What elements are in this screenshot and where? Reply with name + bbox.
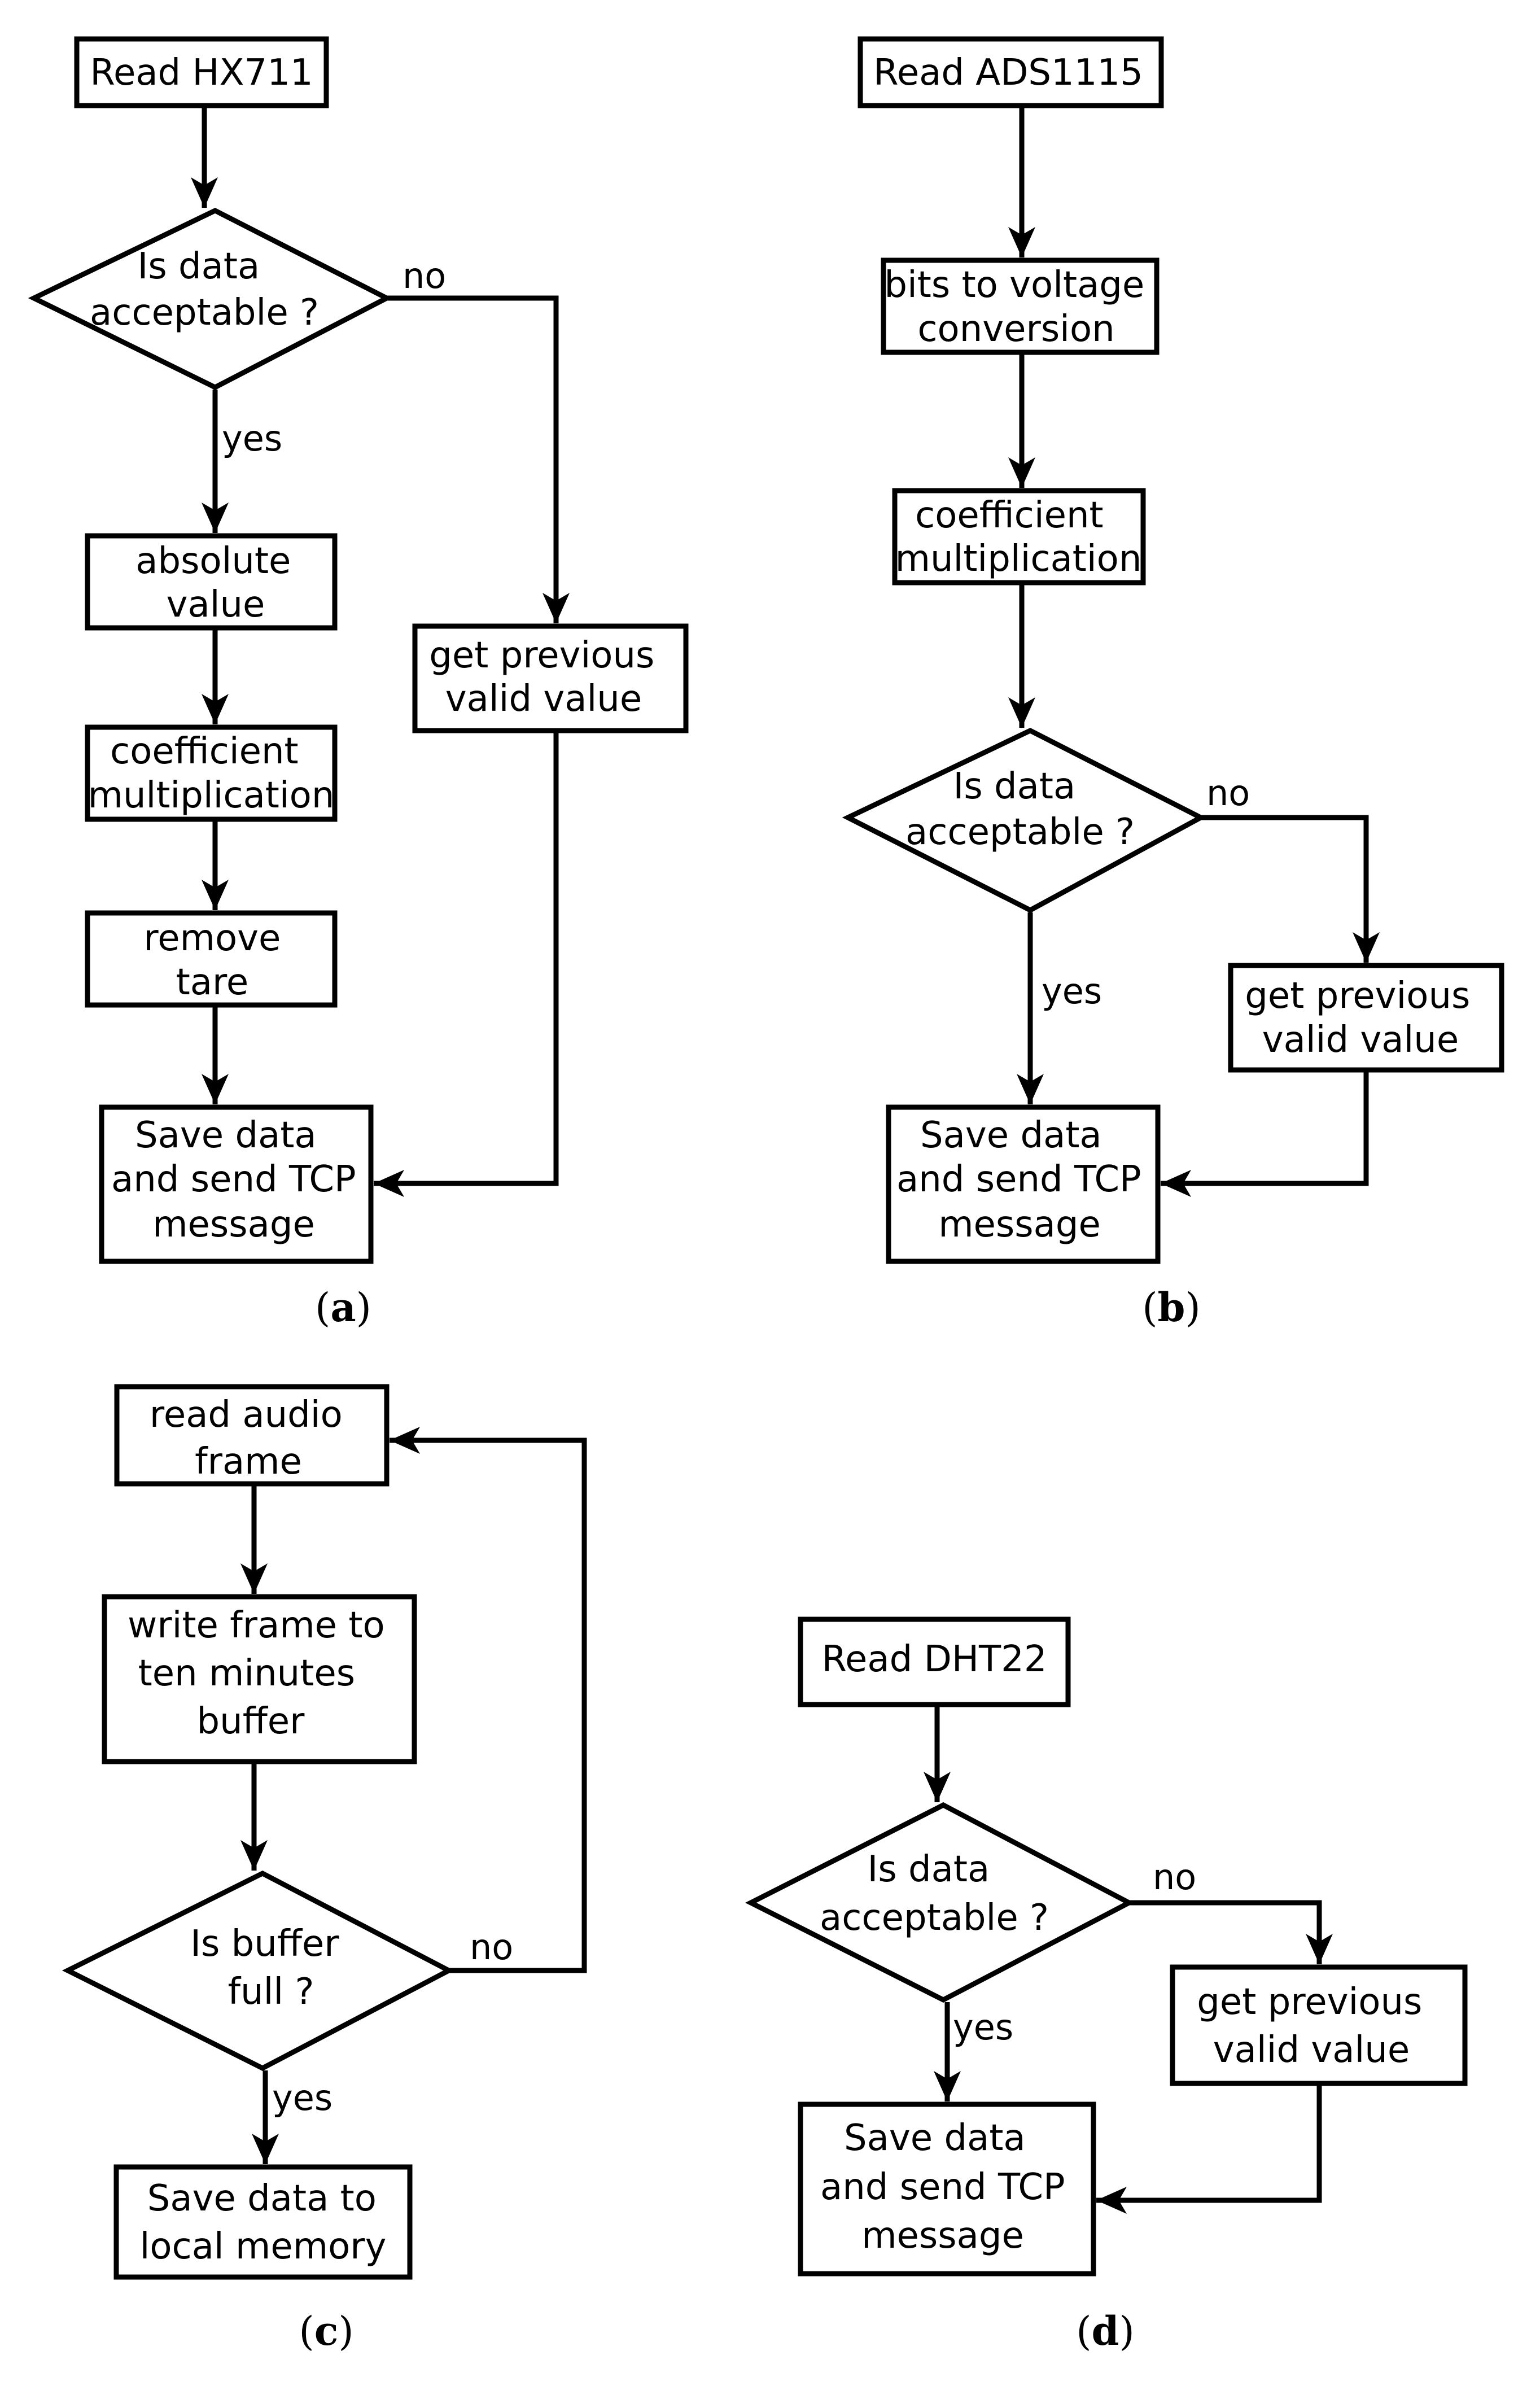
node-save-data-tcp-a-label: Save data and send TCP message <box>111 1115 368 1246</box>
edge-label-no-a: no <box>403 255 446 296</box>
caption-b: (b) <box>1142 1284 1201 1331</box>
node-absolute-value-label: absolute value <box>135 540 303 626</box>
node-remove-tare: remove tare <box>85 910 338 1008</box>
node-bits-to-voltage: bits to voltage conversion <box>881 257 1160 355</box>
node-read-hx711: Read HX711 <box>74 36 329 108</box>
decision-d-label: Is data acceptable ? <box>820 1849 1049 1939</box>
node-save-local-memory: Save data to local memory <box>113 2164 413 2280</box>
node-bits-to-voltage-label: bits to voltage conversion <box>884 264 1156 350</box>
edge-previous-to-save-a <box>374 732 559 1197</box>
node-save-local-memory-label: Save data to local memory <box>140 2178 388 2267</box>
edge-label-yes-a: yes <box>222 418 282 459</box>
edge-previous-to-save-b <box>1161 1072 1369 1197</box>
edge-label-no-c: no <box>470 1926 513 1968</box>
node-write-frame-buffer: write frame to ten minutes buffer <box>102 1594 417 1764</box>
decision-data-acceptable-a: Is data acceptable ? <box>28 207 392 391</box>
node-get-previous-valid-value-d-label: get previous valid value <box>1197 1981 1433 2071</box>
edge-no-to-previous-d <box>1129 1900 1333 1964</box>
edge-no-to-previous-a <box>387 295 570 623</box>
edge-label-yes-b: yes <box>1042 971 1102 1012</box>
node-read-audio-frame-label: read audio frame <box>150 1394 354 1483</box>
panel-b: Read ADS1115 bits to voltage conversion … <box>842 36 1504 1331</box>
panel-d: Read DHT22 Is data acceptable ? get prev… <box>745 1616 1468 2354</box>
caption-d: (d) <box>1076 2308 1135 2354</box>
node-write-frame-buffer-label: write frame to ten minutes buffer <box>128 1605 396 1742</box>
edge-no-loop-back-c <box>390 1427 587 1973</box>
decision-c-label: Is buffer full ? <box>190 1923 351 2013</box>
edge-previous-to-save-d <box>1096 2085 1322 2214</box>
panel-a: Read HX711 Is data acceptable ? absolute… <box>28 36 689 1331</box>
node-coefficient-multiplication-b: coefficient multiplication <box>892 488 1146 586</box>
node-read-ads1115: Read ADS1115 <box>858 36 1164 108</box>
edge-label-no-b: no <box>1206 772 1250 814</box>
panel-c: read audio frame write frame to ten minu… <box>62 1384 587 2354</box>
node-coefficient-multiplication-a-label: coefficient multiplication <box>88 731 335 816</box>
node-get-previous-valid-value-d: get previous valid value <box>1170 1964 1468 2086</box>
edge-no-to-previous-b <box>1201 815 1380 963</box>
edge-label-yes-d: yes <box>953 2007 1013 2048</box>
edge-label-no-d: no <box>1153 1856 1196 1898</box>
node-get-previous-valid-value-a-label: get previous valid value <box>429 635 666 720</box>
node-save-data-tcp-a: Save data and send TCP message <box>99 1104 374 1264</box>
node-read-ads1115-label: Read ADS1115 <box>873 52 1143 94</box>
node-get-previous-valid-value-b: get previous valid value <box>1228 963 1504 1073</box>
node-save-data-tcp-b-label: Save data and send TCP message <box>896 1115 1153 1246</box>
node-get-previous-valid-value-a: get previous valid value <box>412 623 689 733</box>
decision-b-label: Is data acceptable ? <box>905 766 1135 853</box>
decision-data-acceptable-b: Is data acceptable ? <box>842 727 1206 914</box>
decision-buffer-full: Is buffer full ? <box>62 1870 454 2072</box>
node-remove-tare-label: remove tare <box>143 917 292 1003</box>
edge-label-yes-c: yes <box>272 2077 333 2118</box>
node-absolute-value: absolute value <box>85 533 338 631</box>
node-read-dht22: Read DHT22 <box>798 1616 1071 1707</box>
decision-a-label: Is data acceptable ? <box>90 246 319 334</box>
node-save-data-tcp-d-label: Save data and send TCP message <box>820 2117 1077 2257</box>
node-get-previous-valid-value-b-label: get previous valid value <box>1245 975 1481 1061</box>
node-read-dht22-label: Read DHT22 <box>821 1639 1047 1680</box>
decision-data-acceptable-d: Is data acceptable ? <box>745 1802 1135 2003</box>
node-save-data-tcp-d: Save data and send TCP message <box>798 2101 1096 2277</box>
caption-c: (c) <box>299 2308 353 2354</box>
caption-a: (a) <box>315 1284 371 1331</box>
node-coefficient-multiplication-b-label: coefficient multiplication <box>895 495 1142 580</box>
node-read-audio-frame: read audio frame <box>114 1384 390 1487</box>
node-read-hx711-label: Read HX711 <box>90 52 313 94</box>
node-coefficient-multiplication-a: coefficient multiplication <box>85 724 338 822</box>
node-save-data-tcp-b: Save data and send TCP message <box>886 1104 1161 1264</box>
